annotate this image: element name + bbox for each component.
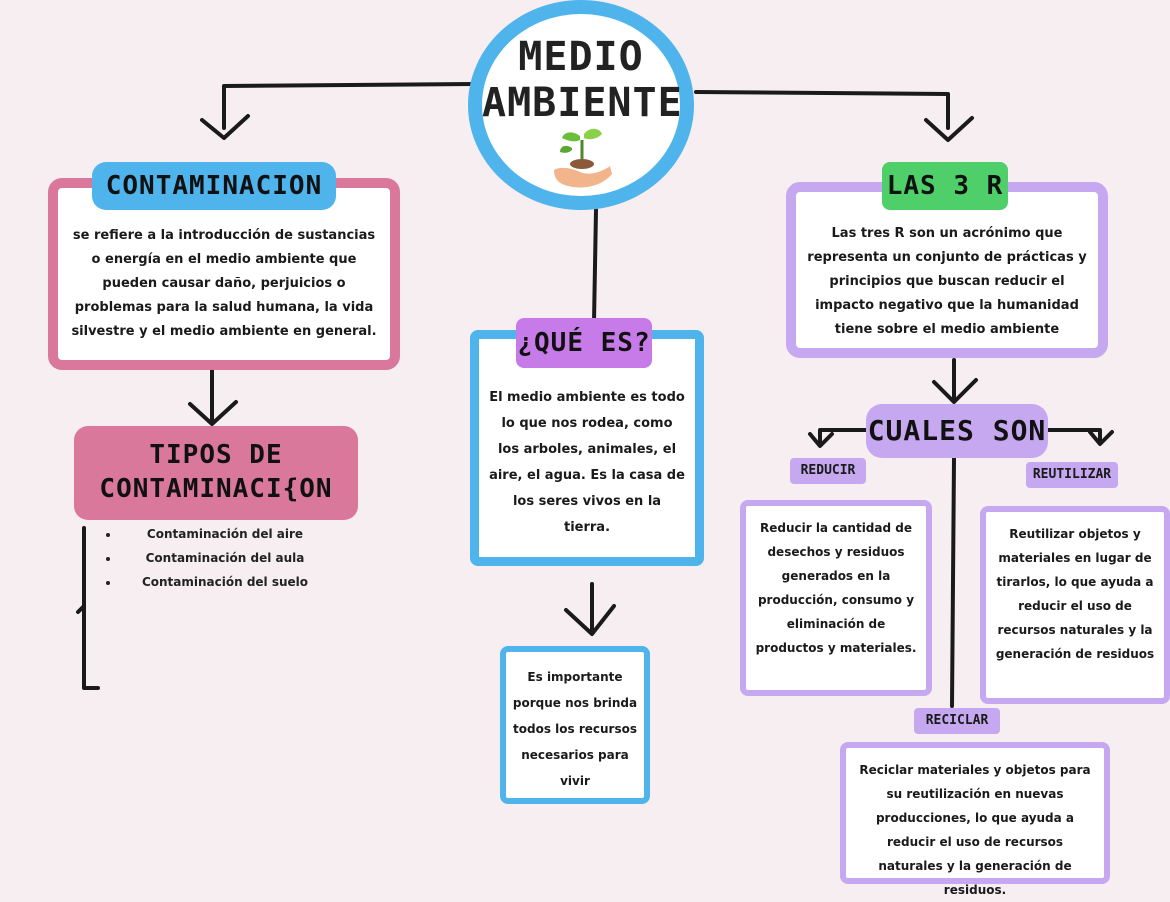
- importance-text: Es importante porque nos brinda todos lo…: [512, 670, 638, 788]
- arrowhead-que: [564, 604, 616, 636]
- connector-right: [694, 90, 950, 130]
- contaminacion-title: CONTAMINACION: [92, 162, 336, 210]
- arrowhead-3r: [932, 378, 978, 404]
- list-item: Contaminación del aula: [120, 546, 320, 570]
- connector-reciclar: [950, 456, 956, 708]
- contaminacion-text: se refiere a la introducción de sustanci…: [71, 228, 377, 339]
- tipos-title: TIPOS DE CONTAMINACI{ON: [74, 426, 358, 520]
- arrowhead-reducir: [808, 432, 834, 448]
- connector-lines: [76, 82, 1114, 708]
- que-es-text: El medio ambiente es todo lo que nos rod…: [489, 390, 685, 535]
- connector-reutilizar: [1046, 428, 1102, 442]
- tipos-title-line1: TIPOS DE: [149, 440, 283, 470]
- center-node: MEDIO AMBIENTE: [468, 0, 694, 210]
- list-bracket: [76, 526, 100, 690]
- arrowhead-contam: [188, 400, 238, 426]
- reciclar-text: Reciclar materiales y objetos para su re…: [859, 763, 1091, 897]
- reciclar-label: RECICLAR: [914, 708, 1000, 734]
- center-title-line1: MEDIO: [518, 34, 644, 80]
- connector-left: [222, 82, 476, 130]
- connector-reducir: [818, 428, 868, 446]
- reducir-text: Reducir la cantidad de desechos y residu…: [755, 521, 917, 655]
- connector-center: [592, 208, 598, 324]
- reutilizar-box: Reutilizar objetos y materiales en lugar…: [980, 506, 1170, 704]
- arrowhead-reutilizar: [1088, 430, 1114, 446]
- que-es-box: El medio ambiente es todo lo que nos rod…: [470, 330, 704, 566]
- importance-box: Es importante porque nos brinda todos lo…: [500, 646, 650, 804]
- reducir-box: Reducir la cantidad de desechos y residu…: [740, 500, 932, 696]
- tipos-list: Contaminación del aire Contaminación del…: [96, 522, 320, 594]
- que-es-title: ¿QUÉ ES?: [516, 318, 652, 368]
- arrowhead-right: [924, 116, 974, 142]
- tres-r-text: Las tres R son un acrónimo que represent…: [807, 226, 1087, 337]
- center-title-line2: AMBIENTE: [482, 80, 683, 126]
- list-item: Contaminación del suelo: [120, 570, 320, 594]
- list-item: Contaminación del aire: [120, 522, 320, 546]
- reutilizar-text: Reutilizar objetos y materiales en lugar…: [995, 527, 1155, 661]
- reciclar-box: Reciclar materiales y objetos para su re…: [840, 742, 1110, 897]
- arrowhead-left: [200, 114, 250, 140]
- tipos-title-line2: CONTAMINACI{ON: [99, 474, 333, 504]
- reducir-label: REDUCIR: [790, 458, 866, 484]
- reutilizar-label: REUTILIZAR: [1026, 462, 1118, 488]
- plant-in-hand-icon: [554, 128, 612, 188]
- cuales-title: CUALES SON: [866, 404, 1048, 458]
- contaminacion-box: se refiere a la introducción de sustanci…: [48, 178, 400, 370]
- tres-r-title: LAS 3 R: [882, 162, 1008, 210]
